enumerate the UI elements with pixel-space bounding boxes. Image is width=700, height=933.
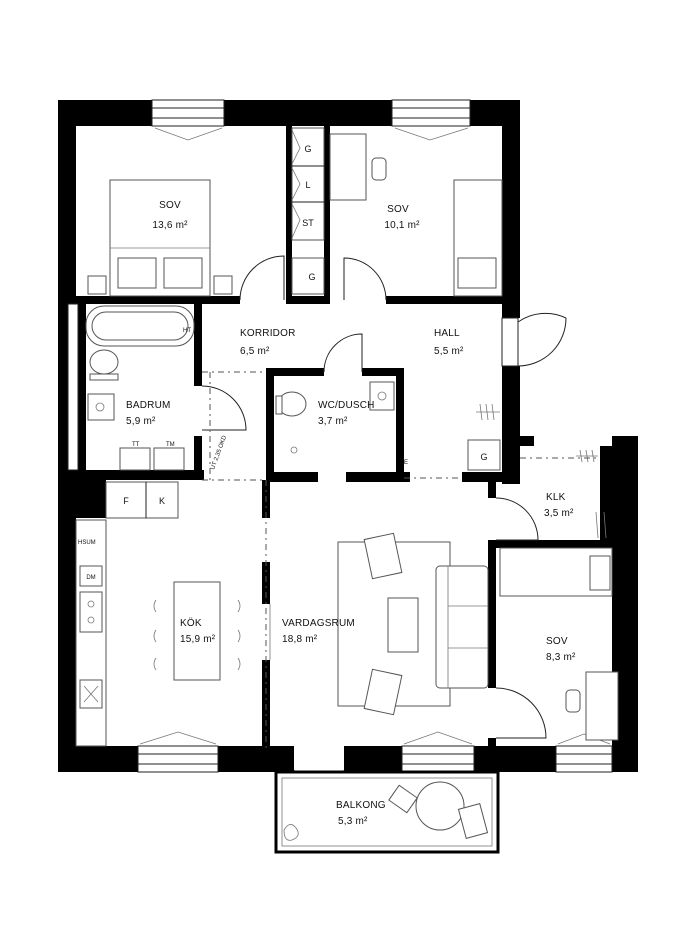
- wardrobe-label-l: L: [305, 180, 310, 190]
- interior-walls: [68, 126, 622, 748]
- closet-label-g: G: [308, 272, 315, 282]
- room-name-balkong: BALKONG: [336, 800, 386, 811]
- hall-fixtures: G: [467, 403, 501, 471]
- room-name-sov-1: SOV: [159, 200, 181, 211]
- balcony: [274, 770, 500, 854]
- dryer-label: TM: [166, 442, 175, 448]
- fridge-label: F: [123, 496, 129, 506]
- room-area-wc: 3,7 m²: [318, 416, 348, 427]
- room-name-klk: KLK: [546, 492, 566, 503]
- room-name-sov-3: SOV: [546, 636, 568, 647]
- hall-storage-label: G: [480, 452, 487, 462]
- windows: [67, 99, 613, 773]
- room-area-korridor: 6,5 m²: [240, 346, 270, 357]
- freezer-label: K: [159, 496, 165, 506]
- room-name-badrum: BADRUM: [126, 400, 171, 411]
- room-name-vardagsrum: VARDAGSRUM: [282, 618, 355, 629]
- e-label: E: [404, 460, 408, 466]
- wardrobe-label-g: G: [304, 144, 311, 154]
- room-area-sov-2: 10,1 m²: [384, 220, 420, 231]
- exterior-walls: [58, 100, 638, 772]
- room-area-sov-3: 8,3 m²: [546, 652, 576, 663]
- room-area-hall: 5,5 m²: [434, 346, 464, 357]
- room-area-vardagsrum: 18,8 m²: [282, 634, 318, 645]
- room-name-hall: HALL: [434, 328, 460, 339]
- room-area-balkong: 5,3 m²: [338, 816, 368, 827]
- bathroom-fixtures: HT TT TM: [85, 305, 195, 471]
- wardrobe: G L ST G: [291, 127, 325, 295]
- klk-and-bedroom-3: [499, 449, 619, 741]
- washer-label: TT: [132, 442, 140, 448]
- room-name-korridor: KORRIDOR: [240, 328, 296, 339]
- room-name-kok: KÖK: [180, 617, 202, 629]
- room-area-klk: 3,5 m²: [544, 508, 574, 519]
- hsum-label: HSUM: [78, 540, 96, 546]
- bedroom-1-furniture: [87, 179, 233, 297]
- room-area-sov-1: 13,6 m²: [152, 220, 188, 231]
- kitchen: F K HSUM DM: [75, 481, 241, 747]
- room-labels: SOV 13,6 m² SOV 10,1 m² KORRIDOR 6,5 m² …: [126, 200, 576, 827]
- heater-label: HT: [183, 328, 191, 334]
- room-area-badrum: 5,9 m²: [126, 416, 156, 427]
- wc-fixtures: E: [275, 381, 408, 466]
- room-name-sov-2: SOV: [387, 204, 409, 215]
- dishwasher-label: DM: [86, 575, 95, 581]
- room-area-kok: 15,9 m²: [180, 634, 216, 645]
- room-name-wc: WC/DUSCH: [318, 400, 375, 411]
- bedroom-2-furniture: [329, 133, 503, 297]
- wardrobe-label-st: ST: [302, 218, 314, 228]
- living-room-furniture: [269, 532, 489, 716]
